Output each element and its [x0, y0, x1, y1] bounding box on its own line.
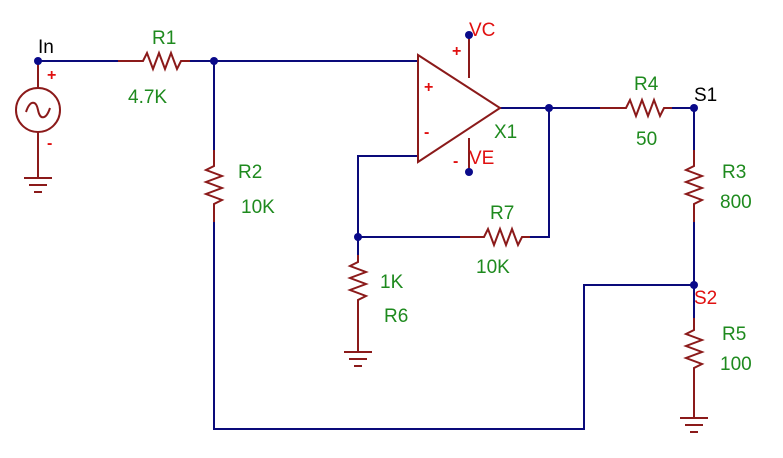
node-ve[interactable] — [465, 168, 473, 176]
ground-icon — [344, 351, 372, 367]
r7-name-label: R7 — [490, 203, 514, 224]
source-minus-sign: - — [47, 135, 52, 152]
resistor-r1[interactable] — [118, 50, 190, 72]
r4-name-label: R4 — [634, 74, 659, 95]
node-s1[interactable] — [690, 104, 698, 112]
ve-minus-sign: - — [453, 153, 458, 170]
resistor-zigzag-icon — [683, 318, 705, 418]
r6-value-label: 1K — [380, 272, 404, 293]
sine-wave-icon — [25, 101, 51, 119]
ground-icon — [680, 417, 708, 433]
resistor-r6[interactable] — [344, 255, 372, 367]
r7-value-label: 10K — [476, 257, 510, 278]
r5-name-label: R5 — [722, 324, 746, 345]
opamp-minus-sign: - — [424, 124, 429, 141]
r2-name-label: R2 — [238, 162, 262, 183]
resistor-r3[interactable] — [683, 150, 705, 222]
wires — [38, 60, 695, 430]
r2-value-label: 10K — [241, 197, 275, 218]
source-plus-sign: + — [47, 67, 56, 84]
ground-icon — [24, 177, 52, 193]
resistor-zigzag-icon — [118, 50, 190, 72]
resistor-zigzag-icon — [683, 150, 705, 222]
r5-value-label: 100 — [720, 354, 752, 375]
r1-name-label: R1 — [152, 28, 176, 49]
resistor-r4[interactable] — [600, 97, 672, 119]
r1-value-label: 4.7K — [128, 87, 167, 108]
node-s2[interactable] — [690, 281, 698, 289]
net-label-s1: S1 — [694, 85, 717, 106]
junction-nodes — [34, 31, 698, 289]
net-label-in: In — [38, 37, 54, 58]
wire-r2-s2-loop — [213, 222, 694, 430]
net-label-s2: S2 — [694, 288, 717, 309]
opamp-name-label: X1 — [494, 122, 517, 143]
vc-plus-sign: + — [452, 43, 461, 60]
net-label-vc: VC — [469, 20, 495, 41]
node-vc[interactable] — [465, 31, 473, 39]
node-in[interactable] — [34, 57, 42, 65]
r3-value-label: 800 — [720, 192, 752, 213]
resistor-r7[interactable] — [460, 226, 530, 248]
wire-r7-output — [530, 108, 550, 238]
resistor-zigzag-icon — [460, 226, 530, 248]
r3-name-label: R3 — [722, 162, 746, 183]
ac-voltage-source[interactable] — [15, 61, 61, 193]
resistor-zigzag-icon — [347, 255, 369, 352]
node-r1-r2[interactable] — [210, 57, 218, 65]
resistor-r5[interactable] — [680, 318, 708, 433]
resistor-zigzag-icon — [600, 97, 672, 119]
opamp-plus-sign: + — [424, 79, 433, 96]
net-label-ve: VE — [469, 148, 494, 169]
r4-value-label: 50 — [636, 129, 657, 150]
opamp-triangle — [417, 53, 502, 164]
resistor-zigzag-icon — [203, 150, 225, 222]
node-output[interactable] — [545, 104, 553, 112]
opamp-x1[interactable] — [417, 35, 502, 172]
wire-opamp-minus — [357, 155, 418, 237]
node-r6-r7[interactable] — [354, 233, 362, 241]
r6-name-label: R6 — [384, 306, 408, 327]
resistor-r2[interactable] — [203, 150, 225, 222]
